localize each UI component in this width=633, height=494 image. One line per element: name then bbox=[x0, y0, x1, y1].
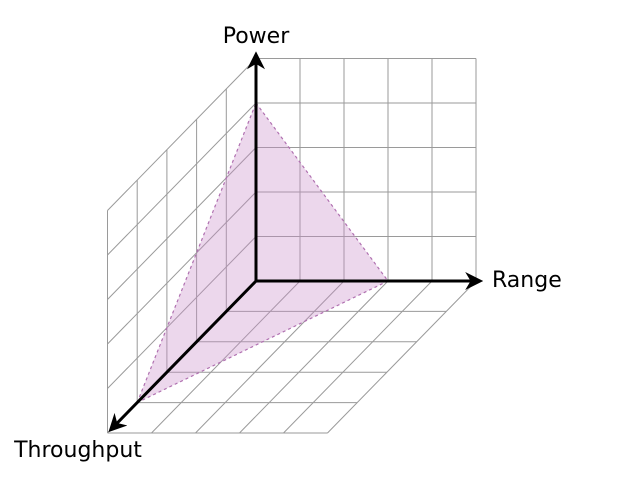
region-edge-line bbox=[136, 280, 389, 404]
region-edge-line bbox=[255, 102, 389, 282]
side-grid-line bbox=[107, 191, 257, 345]
floor-grid-line bbox=[151, 280, 301, 434]
floor-grid-line bbox=[283, 280, 433, 434]
performance-region bbox=[137, 103, 388, 403]
side-grid-line bbox=[107, 58, 257, 211]
power-axis-label: Power bbox=[223, 24, 290, 49]
floor-grid-line bbox=[195, 280, 345, 434]
side-grid-line bbox=[107, 102, 257, 256]
side-grid-line bbox=[107, 147, 257, 300]
throughput-axis-label: Throughput bbox=[13, 438, 142, 463]
side-grid-line bbox=[107, 236, 257, 389]
back-grid-plane bbox=[255, 58, 477, 282]
range-axis-label: Range bbox=[492, 268, 562, 293]
floor-grid-line bbox=[327, 280, 477, 434]
floor-grid-line bbox=[239, 280, 389, 434]
throughput-axis bbox=[108, 279, 258, 433]
performance-region-edges bbox=[136, 102, 389, 404]
